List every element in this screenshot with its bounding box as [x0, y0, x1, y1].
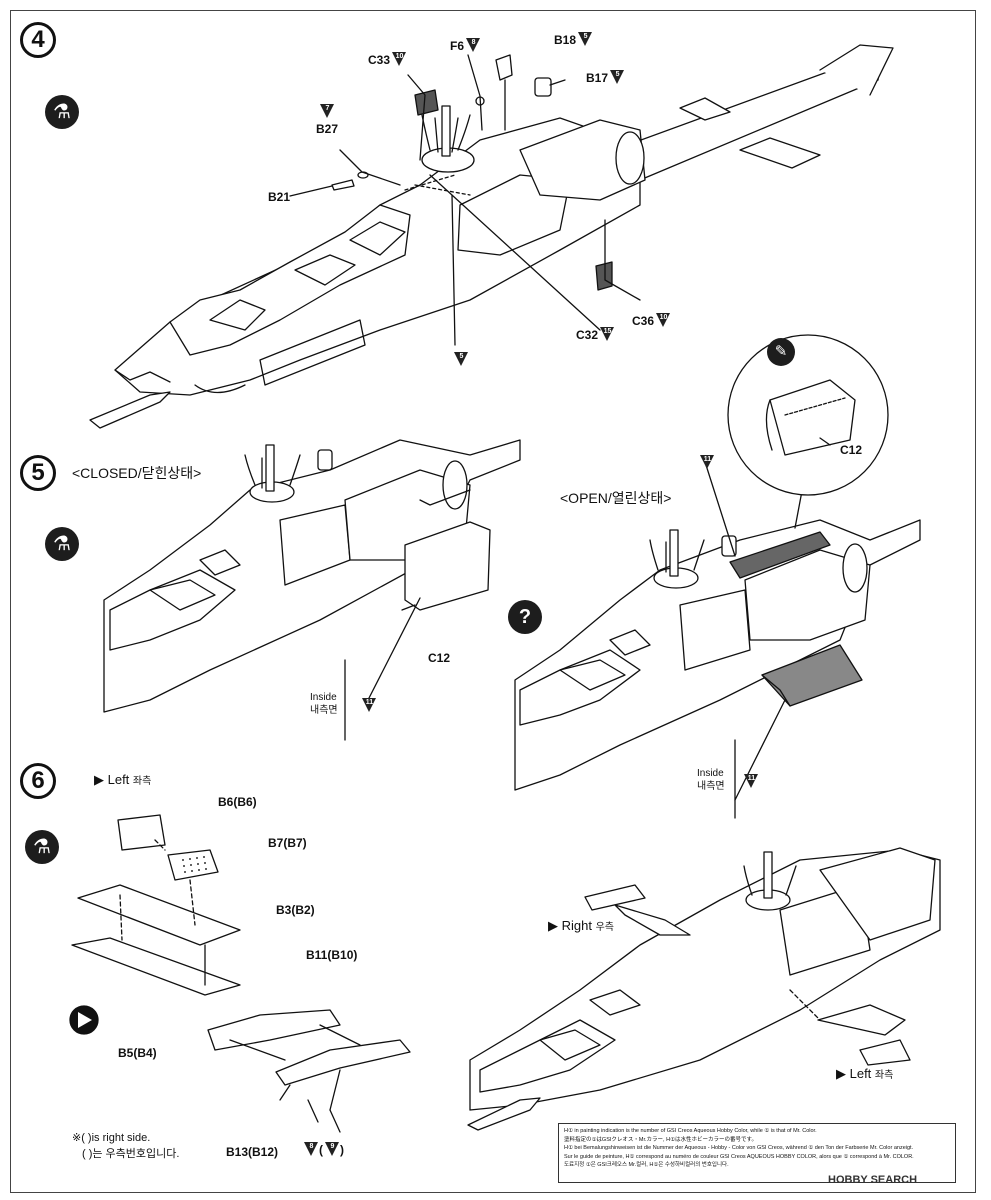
paint-note-box: H① in painting indication is the number …	[558, 1123, 956, 1183]
left-side-label: ▶ Left 좌측	[836, 1066, 894, 1081]
footnote-right-side-ko: ( )는 우측번호입니다.	[82, 1148, 180, 1160]
closed-state-title: <CLOSED/닫힌상태>	[72, 465, 202, 481]
part-label-b7: B7(B7)	[268, 836, 307, 850]
color-11-inside: 11	[742, 774, 759, 789]
step-number: 4	[20, 22, 56, 58]
part-color-5: 5	[452, 352, 469, 367]
glue-icon: ⚗	[45, 95, 79, 129]
part-label-c12-detail: C12	[840, 443, 863, 457]
paint-note-line: Sur le guide de peinture, H① correspond …	[564, 1153, 914, 1160]
part-label-b27: B27	[316, 122, 339, 136]
part-label-b5: B5(B4)	[118, 1046, 157, 1060]
footnote-right-side: ※( )is right side.	[72, 1132, 151, 1144]
open-state-title: <OPEN/열린상태>	[560, 490, 672, 506]
inside-label-ko: 내측면	[697, 781, 725, 792]
instruction-page-frame	[10, 10, 976, 1193]
flip-arrow-icon	[69, 1005, 99, 1035]
paint-note-line: H① in painting indication is the number …	[564, 1128, 817, 1134]
glue-icon: ⚗	[25, 830, 59, 864]
paint-note-line: 도료지정 ①은 GSI크레오스 Mr.컬러, H①은 수성하비컬러의 번호입니다…	[564, 1162, 729, 1168]
part-color-b27: 7	[318, 104, 335, 119]
part-label-b21: B21	[268, 190, 291, 204]
step-number: 6	[20, 763, 56, 799]
paint-note-line: 塗料指定の①はGSIクレオス・Mr.カラー, H①は水性ホビーカラーの番号です。	[564, 1136, 757, 1143]
watermark: HOBBY SEARCH	[828, 1174, 918, 1186]
step4-helicopter-drawing	[89, 44, 894, 429]
part-label-b3: B3(B2)	[276, 903, 315, 917]
step5-closed-drawing	[103, 439, 521, 741]
inside-label: Inside	[310, 692, 337, 703]
glue-icon: ⚗	[45, 527, 79, 561]
left-side-label: ▶ Left 좌측	[94, 772, 152, 787]
part-label-b11: B11(B10)	[306, 948, 358, 962]
part-label-b13: B13(B12)	[226, 1145, 279, 1159]
paint-note-line: H① bei Bemalungshinweisen ist die Nummer…	[564, 1145, 914, 1151]
step-number: 5	[20, 455, 56, 491]
step5-open-drawing	[514, 334, 921, 819]
step6-wing-assembly	[71, 814, 411, 1133]
color-11-closed: 11	[360, 698, 377, 713]
cut-knife-icon: ✎	[767, 338, 795, 366]
part-label-c12-closed: C12	[428, 651, 451, 665]
color-11-open: 11	[698, 455, 715, 470]
inside-label: Inside	[697, 768, 724, 779]
question-icon: ?	[508, 600, 542, 634]
part-label-b6: B6(B6)	[218, 795, 257, 809]
inside-label-ko: 내측면	[310, 705, 338, 716]
color-pair-8-9: 8(9)	[302, 1142, 344, 1157]
right-side-label: ▶ Right 우측	[548, 918, 614, 933]
step6-helicopter-drawing	[467, 847, 941, 1131]
